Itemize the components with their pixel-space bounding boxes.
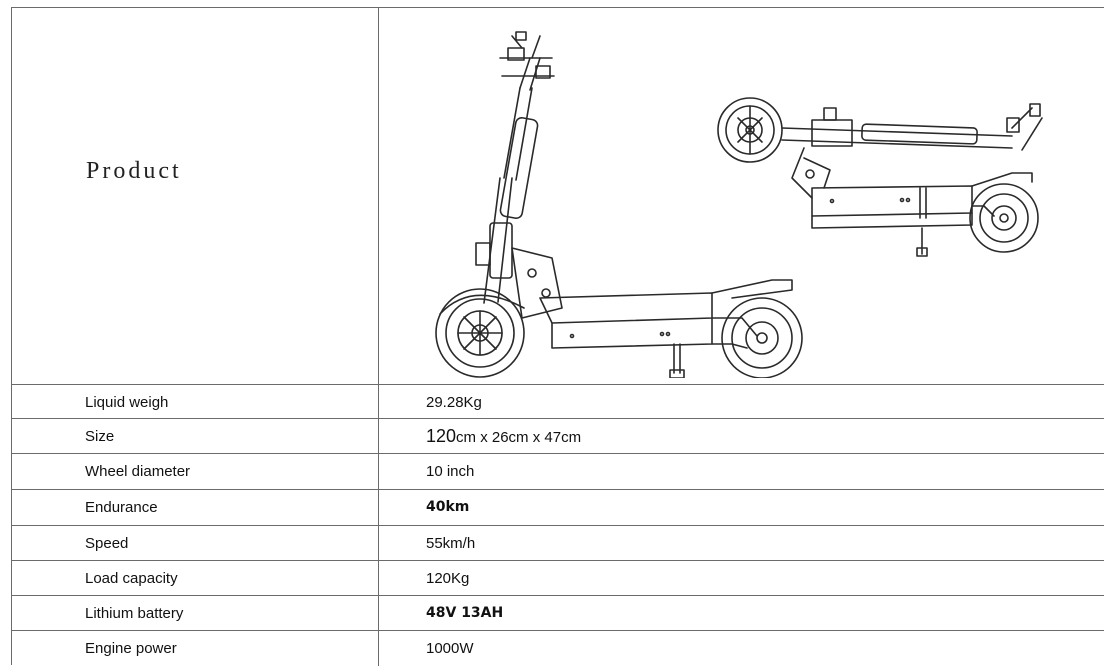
spec-row-engine-power: Engine power 1000W [12,630,1104,665]
spec-value: 40km [426,499,470,515]
spec-label: Size [85,428,115,445]
product-heading: Product [86,158,182,184]
spec-row-liquid-weigh: Liquid weigh 29.28Kg [12,384,1104,419]
spec-row-wheel-diameter: Wheel diameter 10 inch [12,453,1104,488]
spec-value-length: 120 [426,426,457,446]
spec-label: Speed [85,535,129,552]
spec-value: 48V 13AH [426,605,504,621]
spec-row-load-capacity: Load capacity 120Kg [12,560,1104,595]
spec-value: 10 inch [426,463,475,480]
spec-value: 120cm x 26cm x 47cm [426,426,581,447]
spec-label: Endurance [85,499,158,516]
scooter-drawing-icon [435,31,1043,378]
spec-label: Liquid weigh [85,394,169,411]
upright-scooter-icon [435,31,803,378]
spec-label: Load capacity [85,570,178,587]
spec-row-lithium-battery: Lithium battery 48V 13AH [12,595,1104,630]
spec-label: Lithium battery [85,605,184,622]
spec-value-rest: cm x 26cm x 47cm [456,429,582,446]
spec-value: 29.28Kg [426,394,482,411]
spec-row-speed: Speed 55km/h [12,525,1104,560]
folded-scooter-icon [717,97,1043,257]
spec-value: 55km/h [426,535,476,552]
spec-value: 120Kg [426,570,470,587]
spec-table: Product [11,7,1104,666]
spec-row-size: Size 120cm x 26cm x 47cm [12,418,1104,453]
column-divider [378,8,379,666]
spec-label: Engine power [85,640,177,657]
spec-row-endurance: Endurance 40km [12,489,1104,524]
spec-label: Wheel diameter [85,463,191,480]
spec-value: 1000W [426,640,474,657]
